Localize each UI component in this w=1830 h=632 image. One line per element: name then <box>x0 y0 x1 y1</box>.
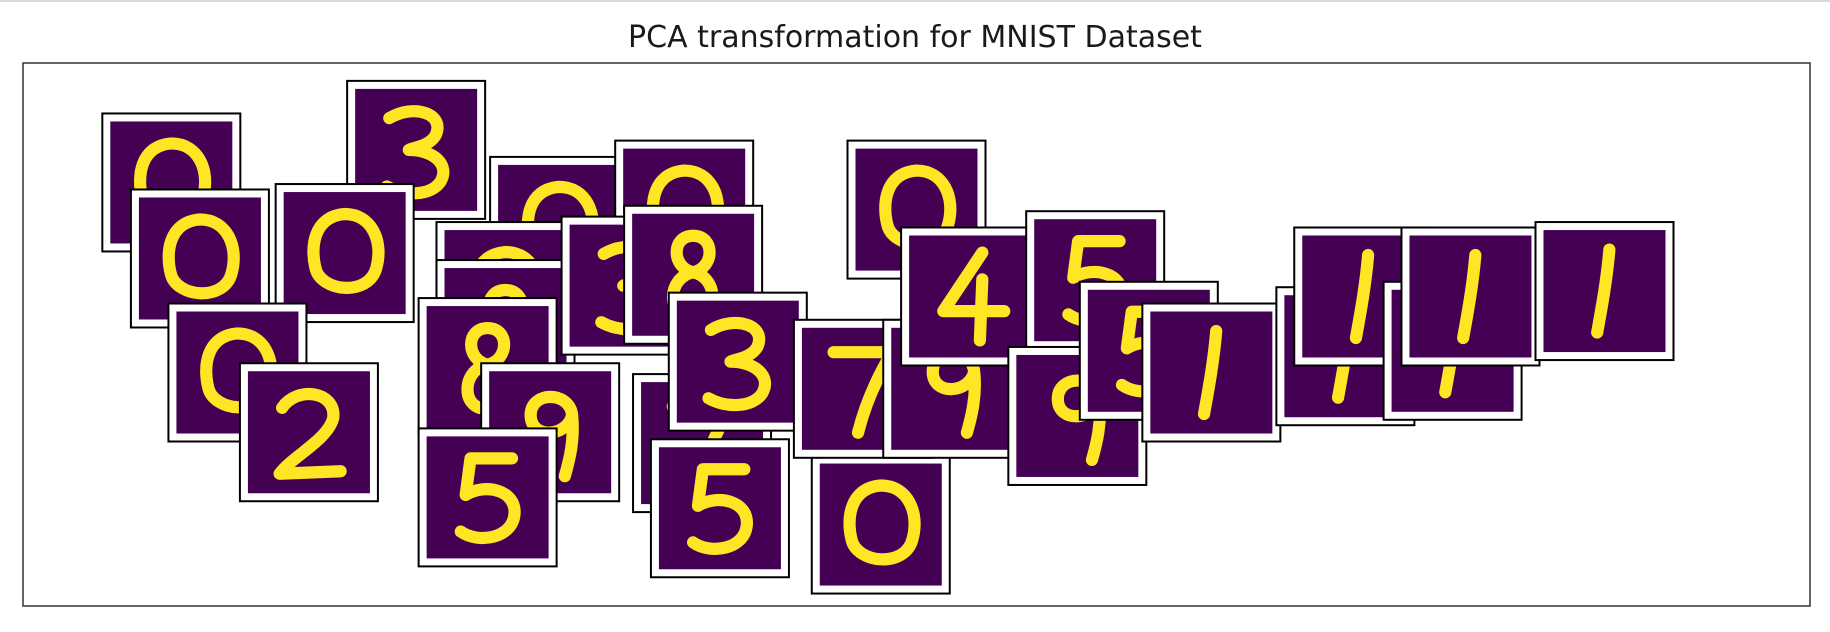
chart-title: PCA transformation for MNIST Dataset <box>628 20 1202 55</box>
digit-stroke-0 <box>200 327 278 414</box>
scatter-point-thumbnail <box>667 291 808 432</box>
digit-stroke-5 <box>454 452 521 545</box>
digit-stroke-0 <box>162 213 240 300</box>
digit-stroke-0 <box>307 207 385 294</box>
scatter-point-thumbnail <box>1141 302 1282 443</box>
digit-stroke-1 <box>1197 324 1223 421</box>
digit-stroke-1 <box>1591 243 1616 339</box>
scatter-points <box>101 79 1675 595</box>
digit-stroke-1 <box>1349 248 1375 345</box>
digit-stroke-3 <box>702 316 772 412</box>
digit-stroke-2 <box>273 387 347 480</box>
scatter-point-thumbnail <box>810 454 951 595</box>
scatter-point-thumbnail <box>649 438 790 579</box>
digit-stroke-3 <box>380 105 450 200</box>
thumbnail-image <box>909 235 1032 358</box>
top-border-line <box>0 0 1830 2</box>
scatter-point-thumbnail <box>417 427 558 568</box>
scatter-point-thumbnail <box>238 362 379 503</box>
digit-stroke-1 <box>1457 248 1482 345</box>
scatter-point-thumbnail <box>274 183 415 324</box>
scatter-point-thumbnail <box>1534 221 1675 362</box>
scatter-point-thumbnail <box>1400 226 1541 367</box>
scatter-point-thumbnail <box>900 226 1041 367</box>
digit-stroke-0 <box>843 479 921 566</box>
digit-stroke-5 <box>686 463 753 555</box>
digit-stroke-4 <box>937 246 1011 347</box>
